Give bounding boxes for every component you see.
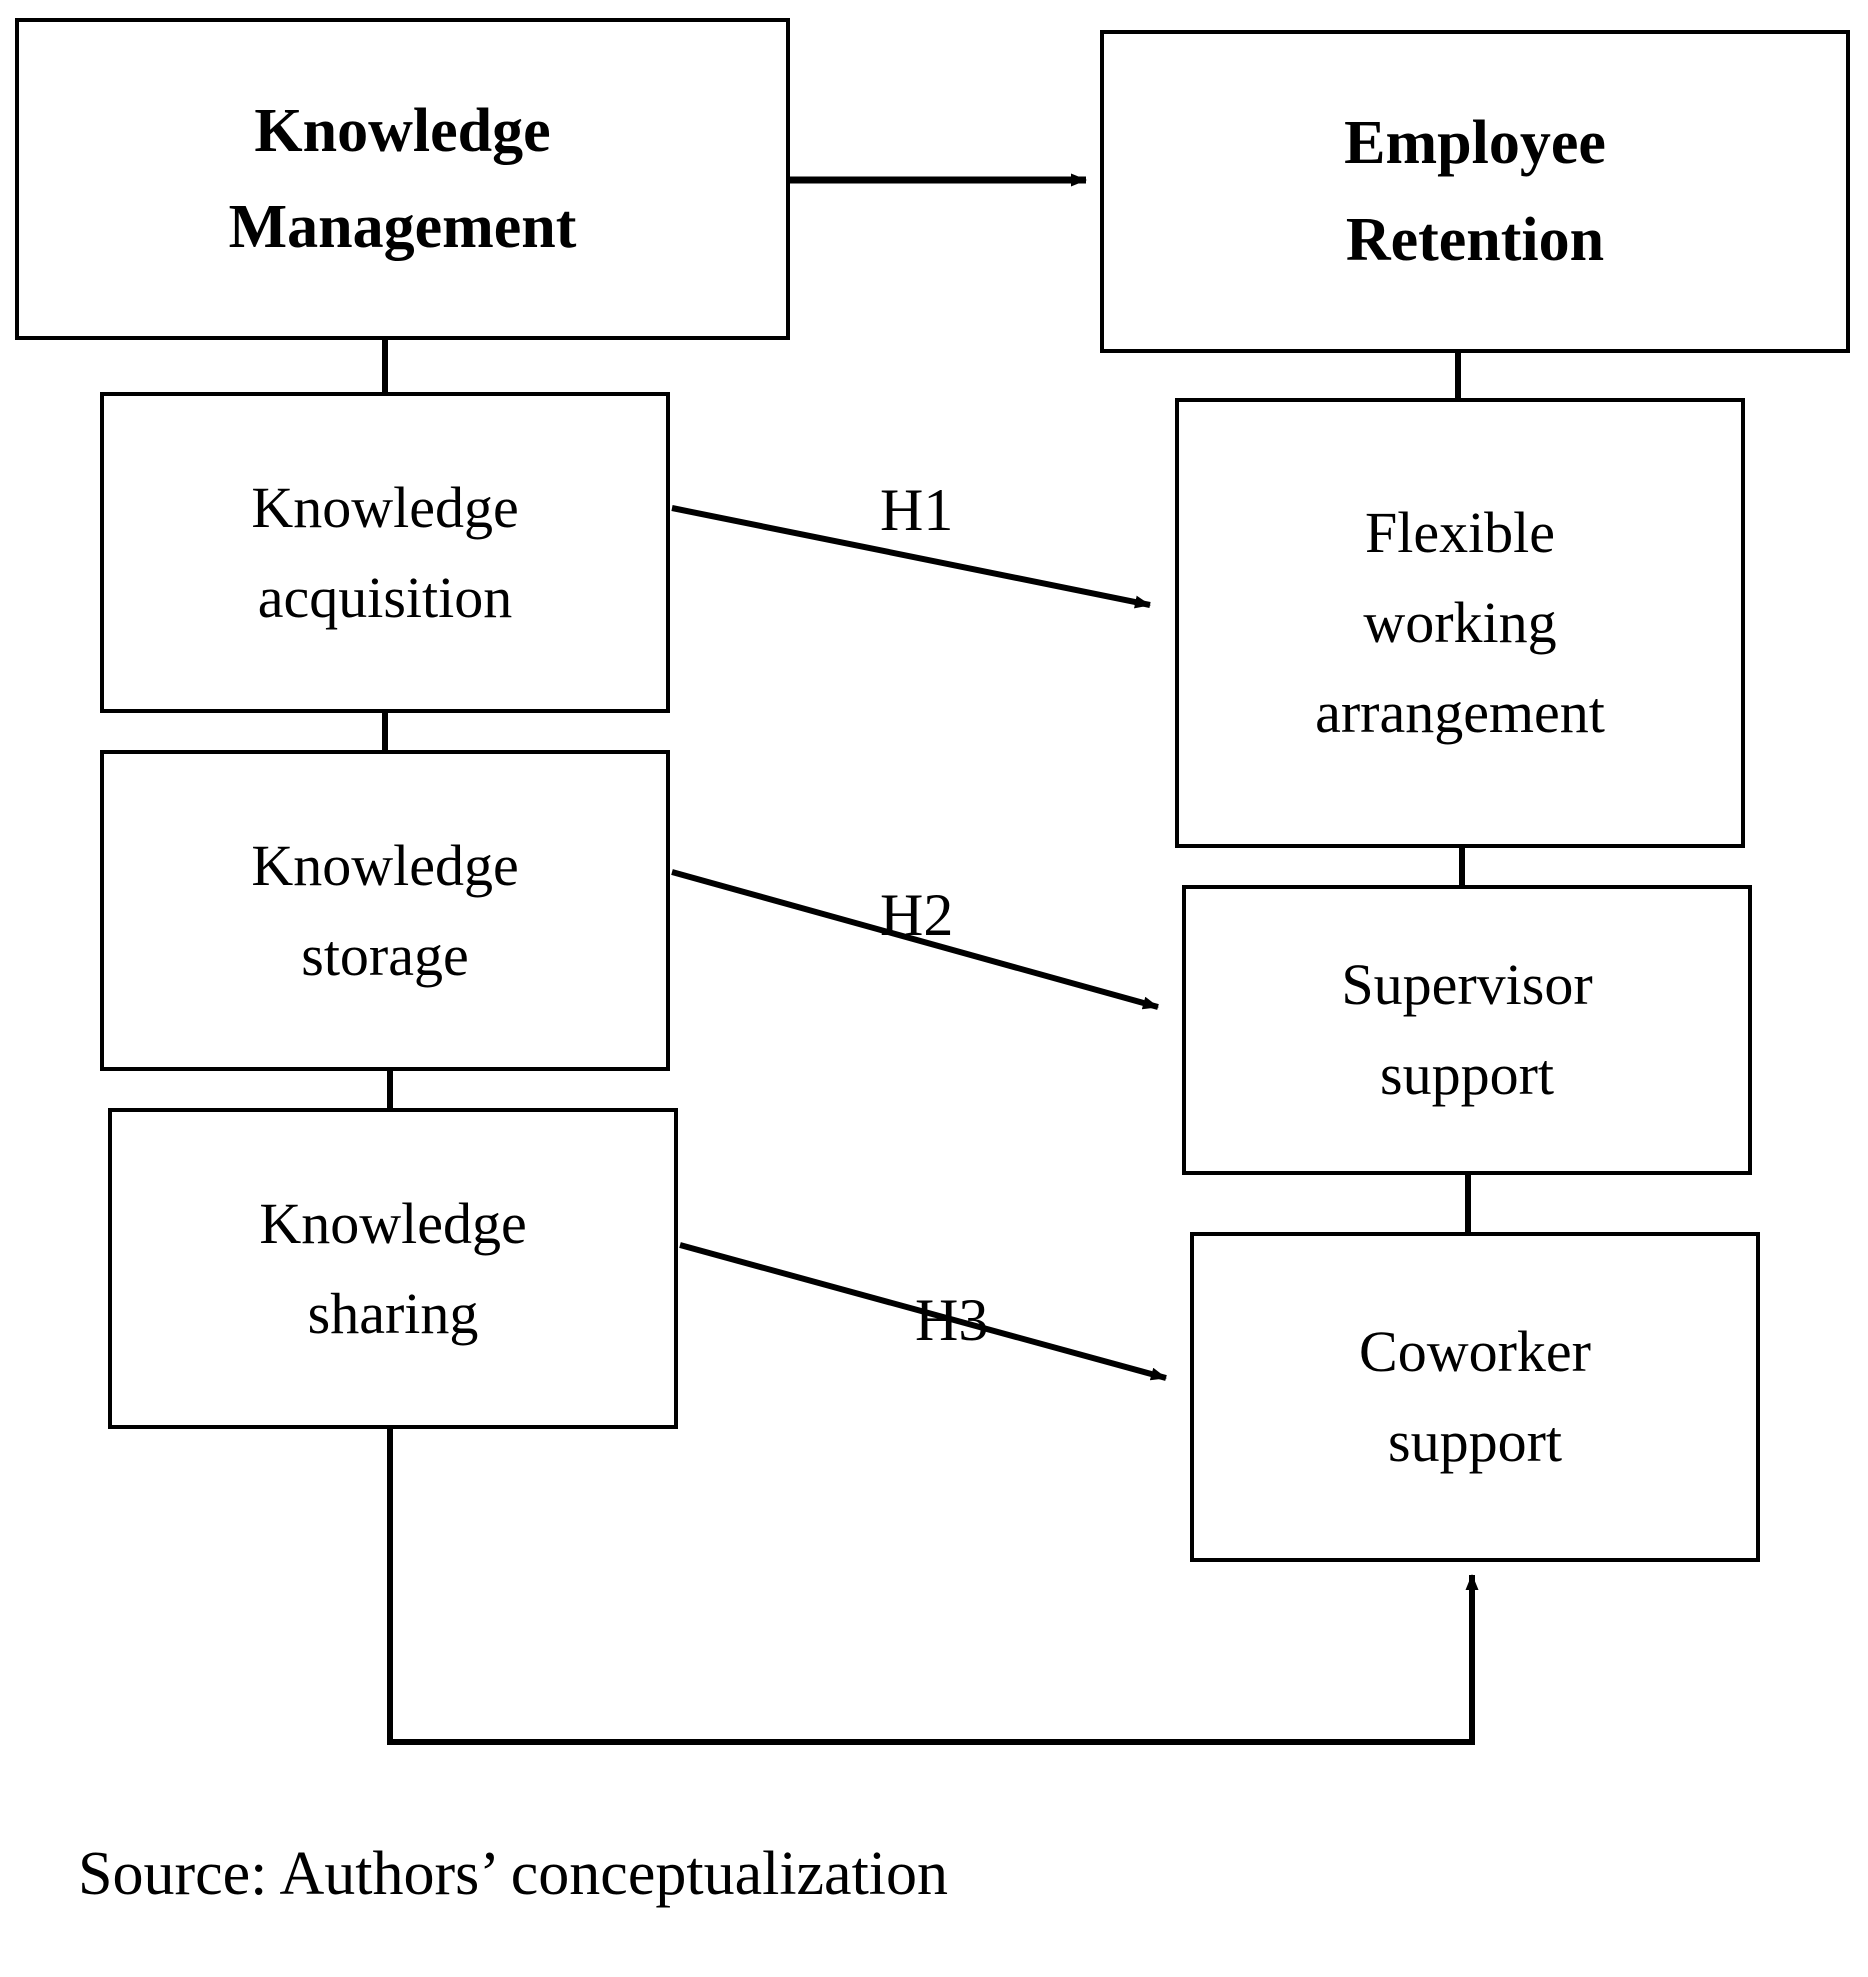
node-supervisor-support-label: Supervisor support <box>1341 952 1593 1107</box>
node-knowledge-acquisition[interactable]: Knowledge acquisition <box>100 392 670 713</box>
source-note: Source: Authors’ conceptualization <box>78 1840 949 1908</box>
node-coworker-support[interactable]: Coworker support <box>1190 1232 1760 1562</box>
node-supervisor-support[interactable]: Supervisor support <box>1182 885 1752 1175</box>
node-knowledge-acquisition-label: Knowledge acquisition <box>251 474 519 630</box>
node-employee-retention[interactable]: Employee Retention <box>1100 30 1850 353</box>
node-knowledge-storage-label: Knowledge storage <box>251 832 519 988</box>
node-knowledge-storage[interactable]: Knowledge storage <box>100 750 670 1071</box>
node-employee-retention-label: Employee Retention <box>1344 109 1606 274</box>
node-knowledge-management-label: Knowledge Management <box>228 96 577 261</box>
hypothesis-label-h1: H1 <box>880 477 954 543</box>
node-knowledge-sharing[interactable]: Knowledge sharing <box>108 1108 678 1429</box>
node-knowledge-sharing-label: Knowledge sharing <box>259 1190 527 1346</box>
node-flexible-working-arrangement-label: Flexible working arrangement <box>1315 500 1605 745</box>
node-coworker-support-label: Coworker support <box>1359 1319 1591 1474</box>
hypothesis-label-h3: H3 <box>915 1287 989 1353</box>
node-flexible-working-arrangement[interactable]: Flexible working arrangement <box>1175 398 1745 848</box>
hypothesis-label-h2: H2 <box>880 882 954 948</box>
node-knowledge-management[interactable]: Knowledge Management <box>15 18 790 340</box>
